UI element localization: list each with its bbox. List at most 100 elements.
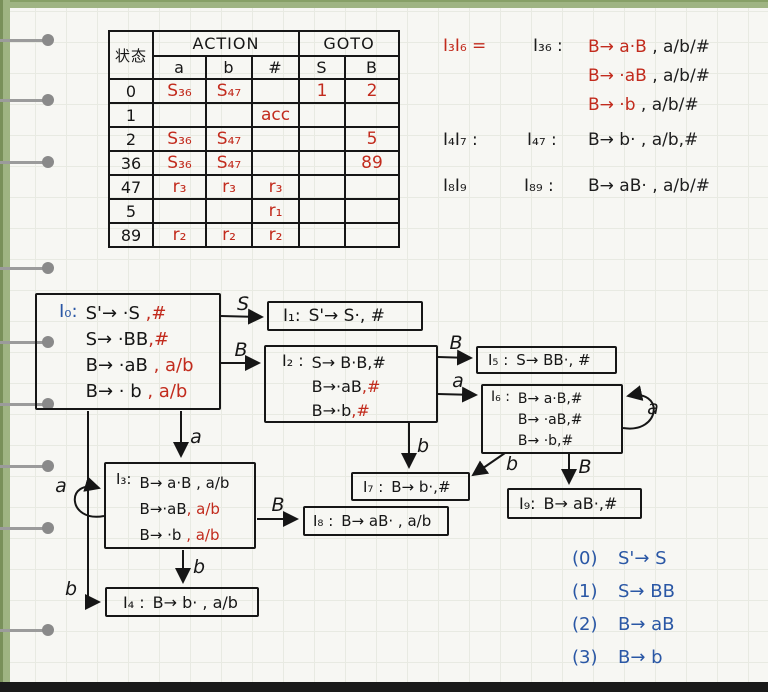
- binder-ring: [0, 522, 56, 534]
- item-core: B→ b· , a/b: [152, 592, 238, 612]
- state-items: B→ a·B , a/b B→·aB, a/b B→ ·b , a/b: [140, 470, 230, 548]
- binder-ring: [0, 336, 56, 348]
- ring-dot: [42, 34, 54, 46]
- ring-dot: [42, 336, 54, 348]
- item-lookahead: , a/b: [186, 526, 220, 544]
- state-items: B→ b· , a/b: [153, 593, 238, 612]
- state-box-i9: I₉: B→ aB·,#: [507, 488, 642, 519]
- action-cell: S₄₇: [205, 126, 253, 152]
- terminal-header: #: [251, 55, 300, 80]
- merge-pair-i8i9: I₈I₉: [443, 176, 467, 196]
- table-row: 2 S₃₆ S₄₇ 5: [108, 126, 400, 152]
- merge-items-i36: B→ a·B , a/b/# B→ ·aB , a/b/# B→ ·b , a/…: [588, 33, 710, 120]
- state-box-i0: I₀: S'→ ·S ,# S→ ·BB,# B→ ·aB , a/b B→ ·…: [35, 293, 221, 410]
- state-label: I₀:: [59, 301, 78, 322]
- binder-ring: [0, 398, 56, 410]
- action-cell: r₂: [205, 222, 253, 248]
- state-box-i3: I₃: B→ a·B , a/b B→·aB, a/b B→ ·b , a/b: [104, 462, 256, 549]
- binder-ring: [0, 460, 56, 472]
- state-column-header: 状态: [108, 30, 154, 80]
- goto-cell: [298, 150, 346, 176]
- item-core: B→·b: [311, 401, 352, 420]
- goto-cell: 5: [344, 126, 400, 152]
- state-label: I₂ :: [282, 351, 304, 370]
- item-lookahead: , a/b/#: [635, 95, 699, 115]
- action-cell: [152, 198, 207, 224]
- goto-cell: [298, 126, 346, 152]
- item-core: B→ aB·,#: [543, 494, 618, 513]
- state-cell: 2: [108, 126, 154, 152]
- state-box-i2: I₂ : S→ B·B,# B→·aB,# B→·b,#: [264, 345, 438, 423]
- terminal-header: a: [152, 55, 207, 80]
- action-cell: r₁: [251, 198, 300, 224]
- item-core: B→ · b: [85, 381, 142, 402]
- state-cell: 47: [108, 174, 154, 200]
- action-cell: r₂: [152, 222, 207, 248]
- goto-cell: 89: [344, 150, 400, 176]
- binder-ring: [0, 262, 56, 274]
- state-box-i8: I₈ : B→ aB· , a/b: [303, 506, 449, 536]
- action-cell: [251, 150, 300, 176]
- item-core: B→ ·aB: [85, 355, 148, 376]
- goto-cell: 2: [344, 78, 400, 104]
- terminal-header: b: [205, 55, 253, 80]
- notebook-edge-top: [0, 0, 768, 8]
- production-number: (1): [572, 581, 598, 602]
- item-core: S→ ·BB: [85, 329, 149, 350]
- ring-stem: [0, 465, 45, 468]
- item-lookahead: , a/b: [141, 381, 188, 402]
- table-row: 0 S₃₆ S₄₇ 1 2: [108, 78, 400, 104]
- state-items: S→ B·B,# B→·aB,# B→·b,#: [312, 351, 386, 423]
- state-items: B→ aB·,#: [544, 494, 618, 513]
- table-row: 36 S₃₆ S₄₇ 89: [108, 150, 400, 176]
- binder-ring: [0, 156, 56, 168]
- action-cell: [205, 198, 253, 224]
- state-box-i4: I₄ : B→ b· , a/b: [105, 587, 259, 617]
- item-lookahead: , a/b: [186, 500, 220, 518]
- state-cell: 1: [108, 102, 154, 128]
- table-row: 1 acc: [108, 102, 400, 128]
- item-core: B→·aB: [139, 500, 187, 518]
- production-rule: B→ aB: [618, 614, 675, 635]
- ring-stem: [0, 341, 45, 344]
- nonterminal-header: B: [344, 55, 400, 80]
- ring-dot: [42, 398, 54, 410]
- ring-stem: [0, 39, 45, 42]
- ring-stem: [0, 267, 45, 270]
- production-number: (2): [572, 614, 598, 635]
- goto-cell: [298, 198, 346, 224]
- goto-header: GOTO: [298, 30, 400, 57]
- item-core: B→ ·b: [139, 526, 187, 544]
- state-box-i5: I₅ : S→ BB·, #: [476, 346, 617, 374]
- state-cell: 0: [108, 78, 154, 104]
- item-core: S'→ ·S: [85, 303, 140, 324]
- action-cell: S₃₆: [152, 78, 207, 104]
- item-lookahead: ,#: [351, 401, 370, 420]
- goto-cell: [298, 222, 346, 248]
- production-number: (3): [572, 647, 598, 668]
- ring-dot: [42, 94, 54, 106]
- ring-dot: [42, 522, 54, 534]
- merge-item-i89: B→ aB· , a/b/#: [588, 176, 710, 196]
- goto-cell: [344, 174, 400, 200]
- item-core: S'→ S·, #: [308, 306, 385, 326]
- production-rule: S→ BB: [618, 581, 675, 602]
- production-rule: B→ b: [618, 647, 663, 668]
- grammar-production: (3) B→ b: [572, 647, 663, 668]
- merge-label-i47: I₄₇ :: [527, 130, 557, 150]
- goto-cell: [298, 174, 346, 200]
- goto-cell: [344, 198, 400, 224]
- state-cell: 5: [108, 198, 154, 224]
- table-row: 89 r₂ r₂ r₂: [108, 222, 400, 248]
- ring-dot: [42, 624, 54, 636]
- goto-cell: [344, 102, 400, 128]
- state-label: I₁:: [283, 306, 301, 326]
- item-core: S→ B·B,#: [311, 353, 386, 372]
- state-items: S'→ ·S ,# S→ ·BB,# B→ ·aB , a/b B→ · b ,…: [86, 301, 194, 405]
- goto-cell: [298, 102, 346, 128]
- state-label: I₉:: [519, 494, 536, 513]
- table-row: 5 r₁: [108, 198, 400, 224]
- state-box-i6: I₆ : B→ a·B,# B→ ·aB,# B→ ·b,#: [481, 384, 623, 454]
- action-cell: r₃: [251, 174, 300, 200]
- item-core: B→ ·aB,#: [517, 412, 583, 428]
